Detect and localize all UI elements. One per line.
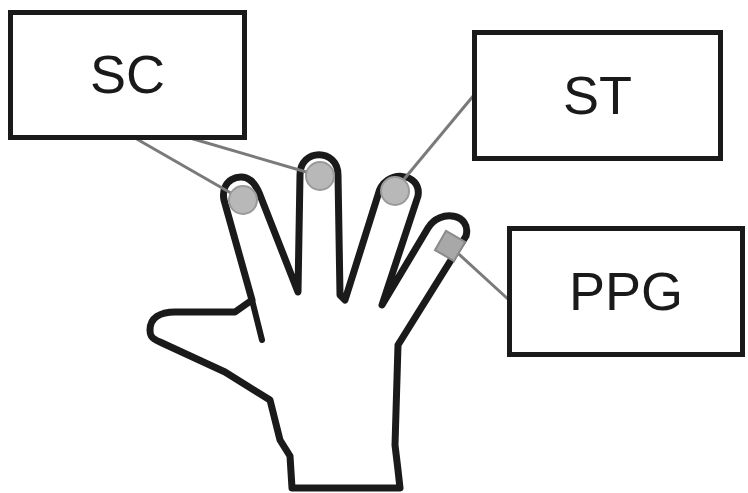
- label-box: ST: [472, 30, 723, 161]
- temperature-sensor: [381, 177, 409, 205]
- box-label: PPG: [569, 262, 683, 321]
- ppg-sensor: [435, 231, 465, 261]
- sensor-electrode: [306, 162, 334, 190]
- hand-outline: [150, 155, 467, 488]
- leader-line: [395, 95, 474, 190]
- thumb-crease: [252, 300, 262, 340]
- sensor-electrode: [229, 186, 257, 214]
- box-label: ST: [563, 66, 632, 125]
- box-label: SC: [90, 45, 165, 104]
- label-box: PPG: [507, 226, 745, 357]
- leader-line: [190, 138, 320, 176]
- label-box: SC: [8, 10, 247, 140]
